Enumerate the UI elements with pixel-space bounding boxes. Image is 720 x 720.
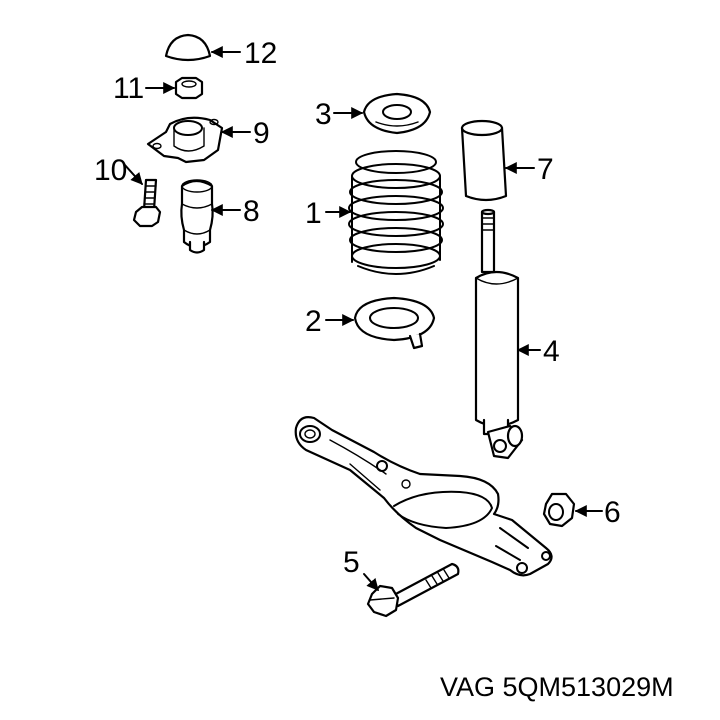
coil-spring-part — [348, 150, 444, 275]
callout-12: 12 — [244, 37, 277, 70]
callout-1: 1 — [305, 197, 322, 230]
upper-mount-part — [146, 116, 224, 164]
bump-stop-part — [180, 179, 214, 254]
arrow-10 — [123, 163, 143, 185]
callout-4: 4 — [543, 335, 560, 368]
callout-8: 8 — [243, 195, 260, 228]
callout-11: 11 — [113, 72, 144, 105]
callout-2: 2 — [305, 305, 322, 338]
callout-5: 5 — [343, 546, 360, 579]
nut-part — [174, 76, 204, 100]
callout-3: 3 — [315, 98, 332, 131]
callout-arrows — [123, 46, 603, 591]
long-bolt-part — [366, 562, 460, 618]
callout-6: 6 — [604, 496, 621, 529]
shock-absorber-part — [474, 208, 524, 460]
part-number-label: VAG 5QM513029M — [440, 672, 674, 702]
callout-labels: 12 11 9 10 8 3 1 2 7 4 6 5 — [94, 37, 621, 579]
lower-nut-part — [542, 492, 576, 528]
lower-spring-seat-part — [353, 296, 436, 350]
callout-7: 7 — [537, 153, 554, 186]
callout-9: 9 — [253, 117, 270, 150]
mounting-bolt-part — [132, 178, 162, 228]
callout-10: 10 — [94, 154, 127, 187]
arrow-5 — [363, 573, 379, 591]
dust-cap-part — [164, 33, 212, 62]
upper-spring-seat-part — [362, 92, 432, 135]
protective-boot-part — [460, 119, 508, 202]
control-arm-part — [294, 416, 553, 577]
